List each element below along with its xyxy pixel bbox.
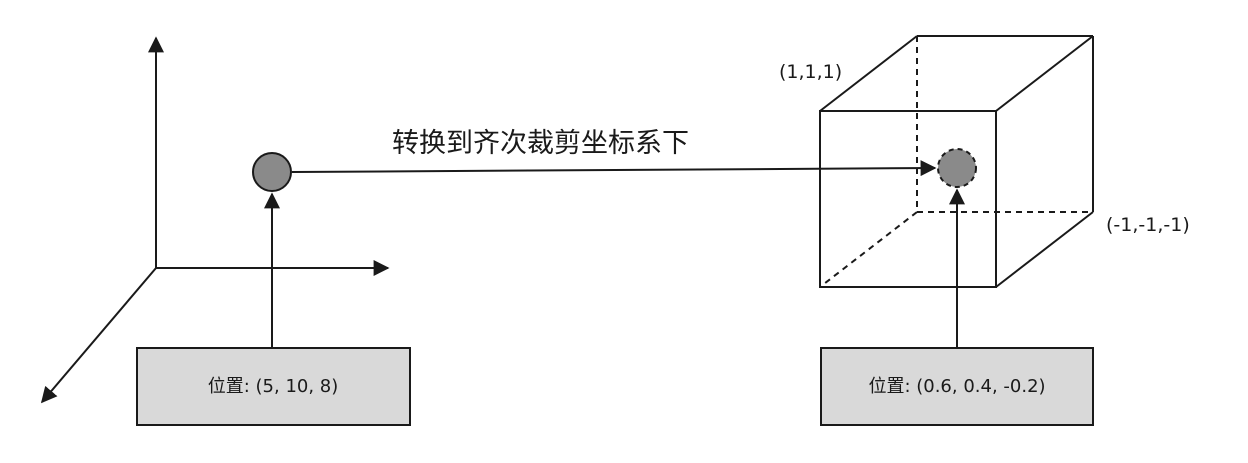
- left-label-text: 位置: (5, 10, 8): [208, 376, 339, 397]
- left-label-box: [136, 347, 411, 426]
- right-label-box: [820, 347, 1094, 426]
- transform-arrow: [291, 160, 937, 177]
- z-axis: [40, 267, 157, 404]
- world-point: [252, 152, 292, 192]
- clip-point: [937, 148, 977, 188]
- transform-caption: 转换到齐次裁剪坐标系下: [392, 128, 689, 159]
- cube-corner-max-label: (1,1,1): [779, 61, 842, 83]
- cube-corner-min-label: (-1,-1,-1): [1106, 214, 1190, 236]
- clip-cube: [819, 35, 1094, 288]
- right-label-text: 位置: (0.6, 0.4, -0.2): [868, 376, 1045, 397]
